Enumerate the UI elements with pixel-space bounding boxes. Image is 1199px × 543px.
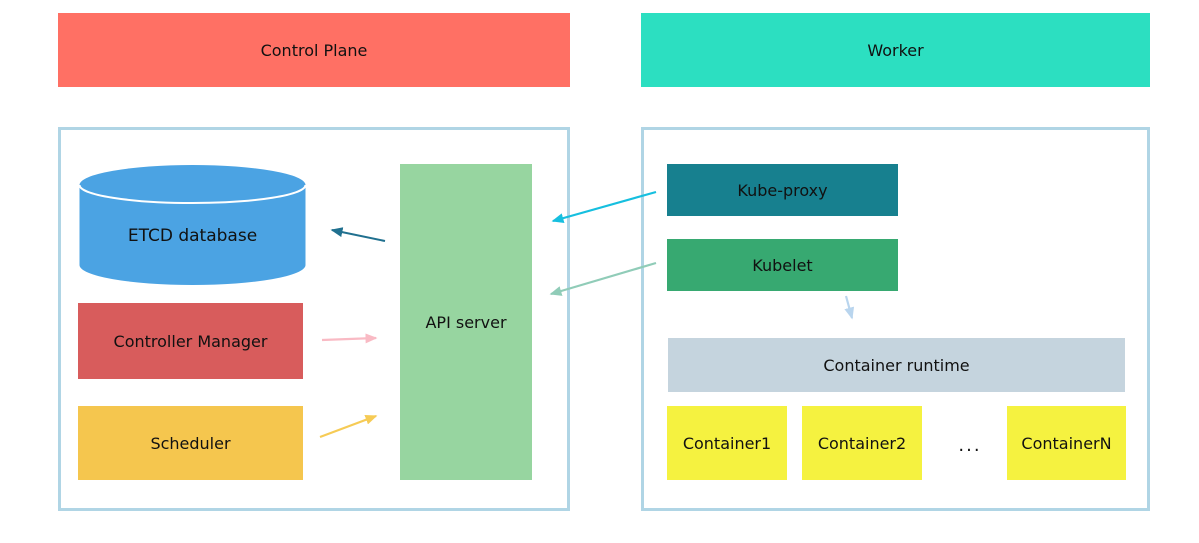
container-2-node: Container2 [802,406,922,480]
etcd-database-label: ETCD database [128,226,257,246]
etcd-database-cylinder: ETCD database [78,165,307,285]
container-runtime-node: Container runtime [668,338,1125,392]
containers-ellipsis: ... [958,434,982,456]
controller-manager-node: Controller Manager [78,303,303,379]
kubelet-node: Kubelet [667,239,898,291]
cylinder-lid-line [78,184,307,204]
api-server-node: API server [400,164,532,480]
cylinder-body [79,165,306,285]
worker-header: Worker [641,13,1150,87]
control-plane-header: Control Plane [58,13,570,87]
container-1-node: Container1 [667,406,787,480]
scheduler-node: Scheduler [78,406,303,480]
container-n-node: ContainerN [1007,406,1126,480]
control-plane-panel: ETCD database Controller Manager Schedul… [58,127,570,511]
worker-panel: Kube-proxy Kubelet Container runtime Con… [641,127,1150,511]
kube-proxy-node: Kube-proxy [667,164,898,216]
